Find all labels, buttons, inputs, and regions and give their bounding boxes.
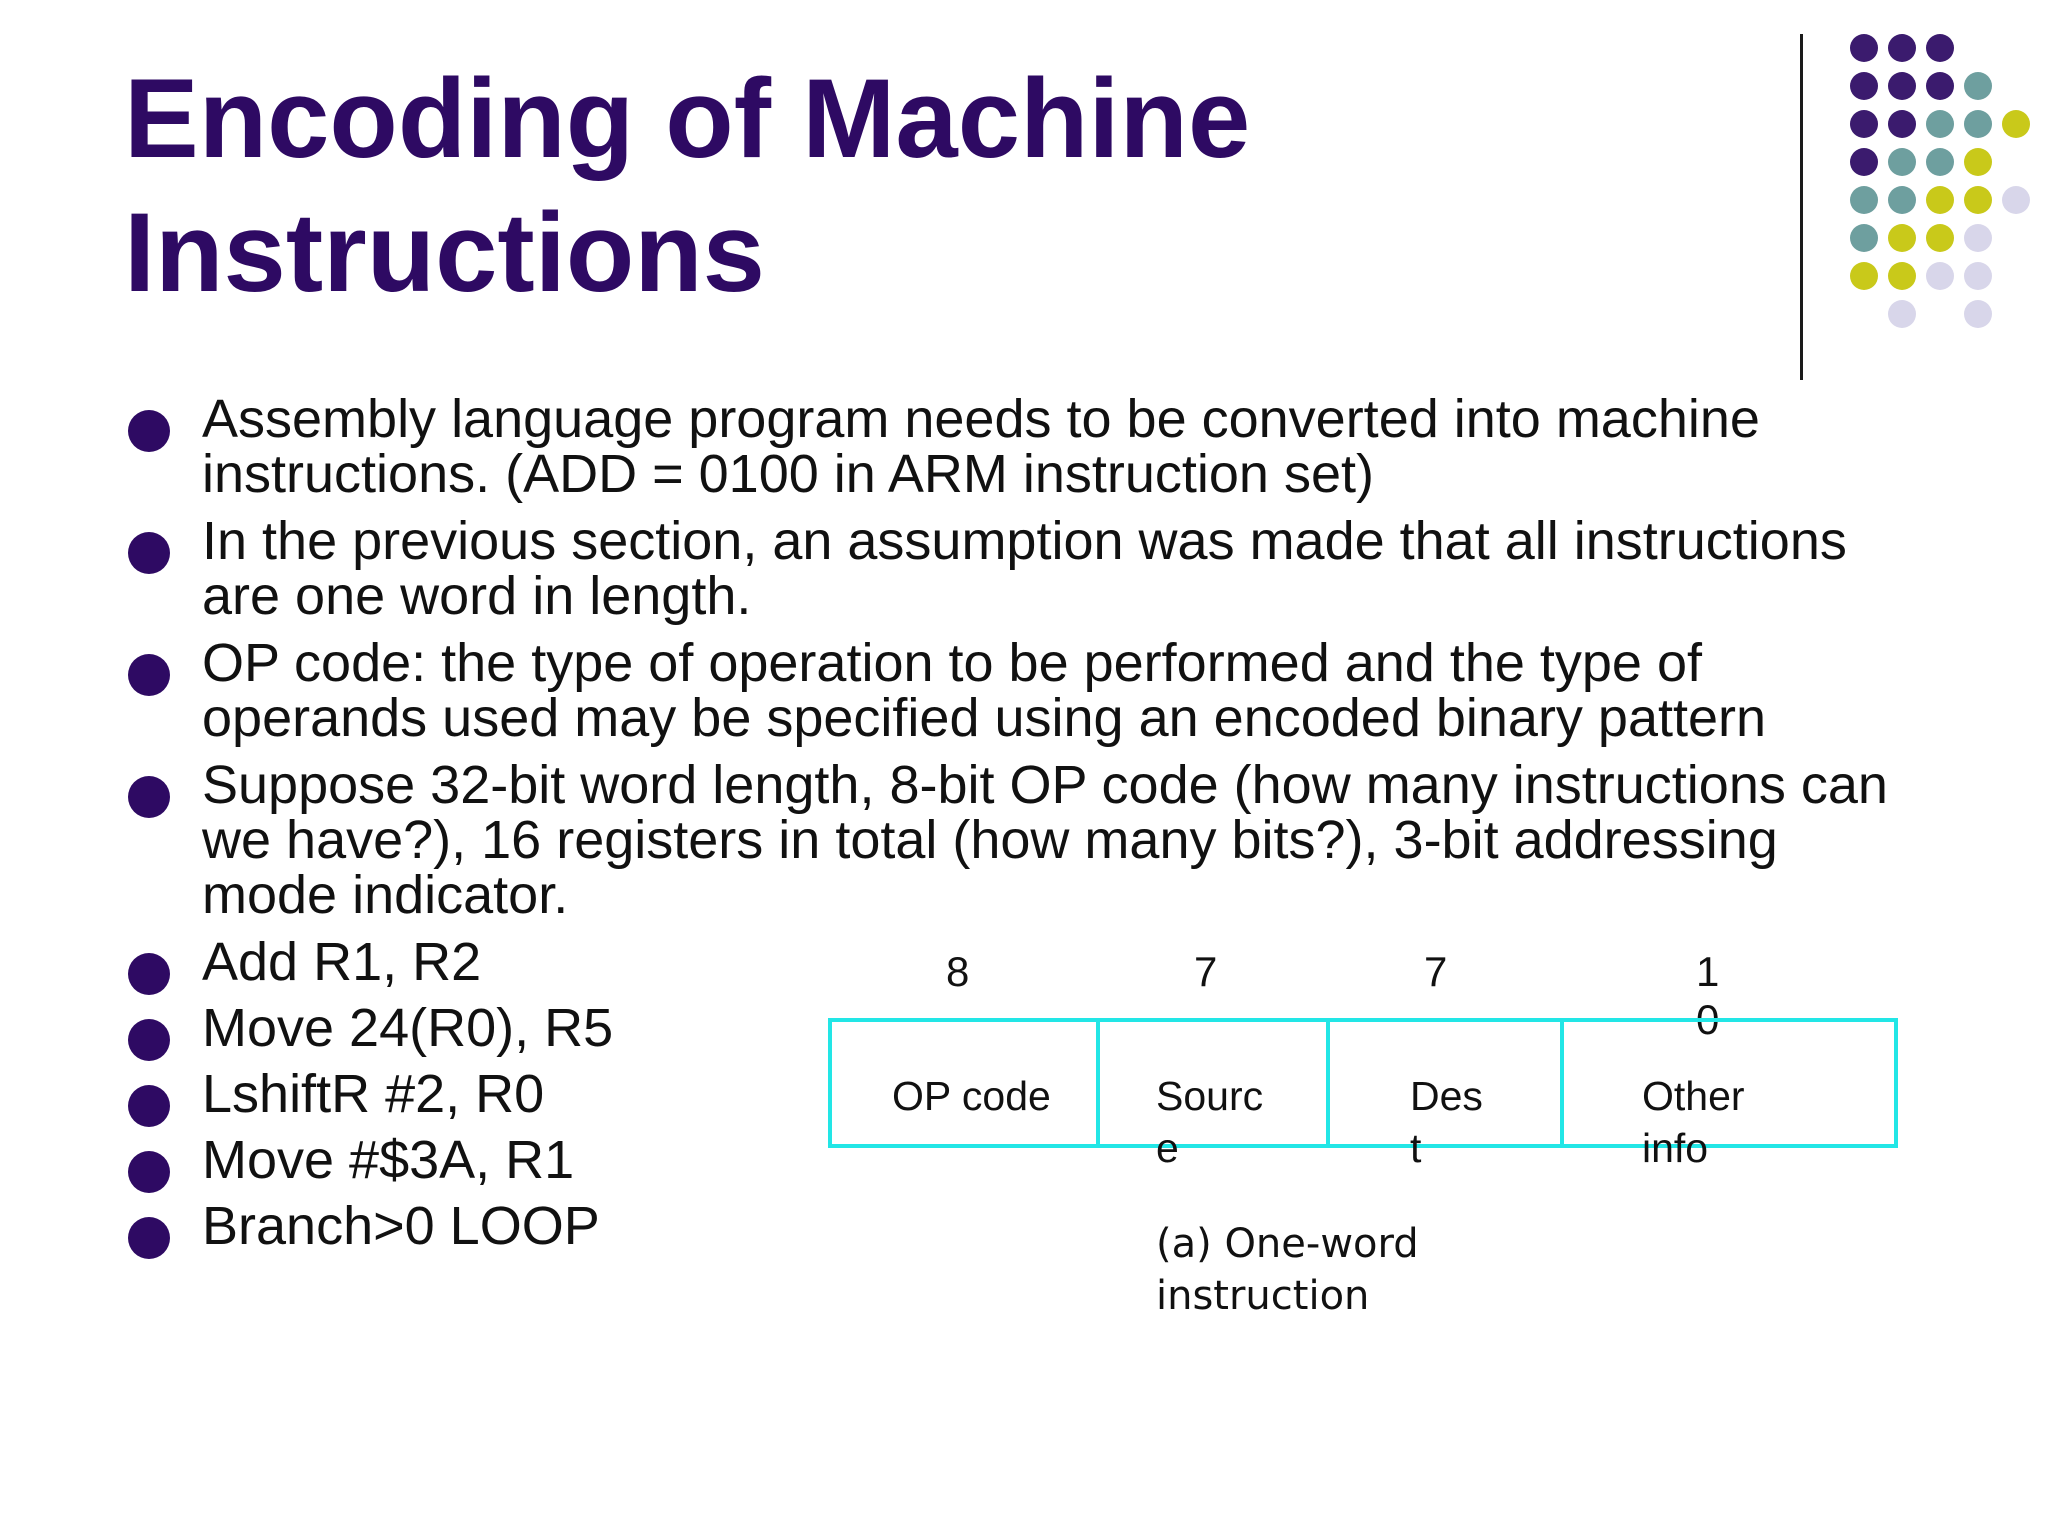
- decorative-dot: [1964, 72, 1992, 100]
- bullet-item: Move #$3A, R1: [124, 1130, 1924, 1193]
- decorative-dot: [1888, 224, 1916, 252]
- decorative-dot: [1926, 186, 1954, 214]
- decorative-dot: [1926, 110, 1954, 138]
- decorative-dot: [1888, 72, 1916, 100]
- bullet-text: Assembly language program needs to be co…: [202, 389, 1760, 504]
- bullet-dot-icon: [128, 1085, 170, 1127]
- bullet-text: Move #$3A, R1: [202, 1130, 575, 1190]
- slide-title: Encoding of Machine Instructions: [124, 52, 1684, 320]
- decorative-dot: [1850, 34, 1878, 62]
- bullet-text: Move 24(R0), R5: [202, 998, 614, 1058]
- slide-title-line-2: Instructions: [124, 190, 765, 315]
- bullet-item: Assembly language program needs to be co…: [124, 392, 1924, 502]
- field-label-source: Source: [1156, 1073, 1264, 1171]
- decorative-dot: [1888, 148, 1916, 176]
- bullet-text: LshiftR #2, R0: [202, 1064, 545, 1124]
- bullet-dot-icon: [128, 953, 170, 995]
- bullet-text: In the previous section, an assumption w…: [202, 511, 1847, 626]
- instruction-format-box: OP code Source Dest Other info: [828, 1018, 1898, 1171]
- field-cell-other: Other info: [1564, 1022, 1894, 1171]
- field-cell-dest: Dest: [1330, 1022, 1564, 1171]
- bullet-text: Suppose 32-bit word length, 8-bit OP cod…: [202, 755, 1888, 925]
- bullet-dot-icon: [128, 1151, 170, 1193]
- decorative-dot: [1926, 224, 1954, 252]
- decorative-dot: [1888, 34, 1916, 62]
- decorative-dot: [1888, 262, 1916, 290]
- bullet-dot-icon: [128, 532, 170, 574]
- decorative-dot: [1888, 110, 1916, 138]
- bullet-dot-icon: [128, 654, 170, 696]
- decorative-dot: [1964, 186, 1992, 214]
- bullet-item: LshiftR #2, R0: [124, 1064, 1924, 1127]
- bullet-item: Add R1, R2: [124, 932, 1924, 995]
- decorative-dot: [1850, 224, 1878, 252]
- bullet-text: Add R1, R2: [202, 932, 482, 992]
- decorative-dot: [1888, 300, 1916, 328]
- title-divider: [1800, 34, 1803, 380]
- bullet-list: Assembly language program needs to be co…: [124, 392, 1924, 1265]
- bullet-item: Move 24(R0), R5: [124, 998, 1924, 1061]
- bullet-dot-icon: [128, 776, 170, 818]
- decorative-dot: [2002, 110, 2030, 138]
- decorative-dot: [1964, 300, 1992, 328]
- decorative-dot: [1964, 224, 1992, 252]
- bullet-text: OP code: the type of operation to be per…: [202, 633, 1767, 748]
- decorative-dot: [1850, 262, 1878, 290]
- bullet-item: Branch>0 LOOP: [124, 1196, 1924, 1259]
- decorative-dot: [1850, 110, 1878, 138]
- decorative-dot: [1964, 110, 1992, 138]
- decorative-dot: [1850, 148, 1878, 176]
- field-bits-source: 7: [1194, 948, 1218, 995]
- decorative-dot: [2002, 186, 2030, 214]
- decorative-dot: [1926, 262, 1954, 290]
- field-label-other: Other info: [1642, 1073, 1745, 1171]
- diagram-caption: (a) One-word instruction: [1156, 1221, 1419, 1319]
- slide-title-line-1: Encoding of Machine: [124, 56, 1251, 181]
- bullet-item: OP code: the type of operation to be per…: [124, 636, 1924, 746]
- bullet-dot-icon: [128, 1019, 170, 1061]
- decorative-dot: [1888, 186, 1916, 214]
- bullet-item: Suppose 32-bit word length, 8-bit OP cod…: [124, 758, 1924, 923]
- bullet-dot-icon: [128, 1217, 170, 1259]
- field-bits-dest: 7: [1424, 948, 1448, 995]
- decorative-dot: [1926, 34, 1954, 62]
- decorative-dot: [1850, 72, 1878, 100]
- bullet-item: In the previous section, an assumption w…: [124, 514, 1924, 624]
- bullet-text: Branch>0 LOOP: [202, 1196, 600, 1256]
- field-cell-source: Source: [1100, 1022, 1330, 1171]
- field-bits-opcode: 8: [946, 948, 970, 995]
- field-cell-opcode: OP code: [832, 1022, 1100, 1144]
- decorative-dot: [1964, 148, 1992, 176]
- decorative-dot: [1850, 186, 1878, 214]
- decorative-dot: [1926, 72, 1954, 100]
- field-label-dest: Dest: [1410, 1073, 1483, 1171]
- decorative-dot: [1964, 262, 1992, 290]
- field-label-opcode: OP code: [892, 1073, 1051, 1119]
- bullet-dot-icon: [128, 410, 170, 452]
- decorative-dot: [1926, 148, 1954, 176]
